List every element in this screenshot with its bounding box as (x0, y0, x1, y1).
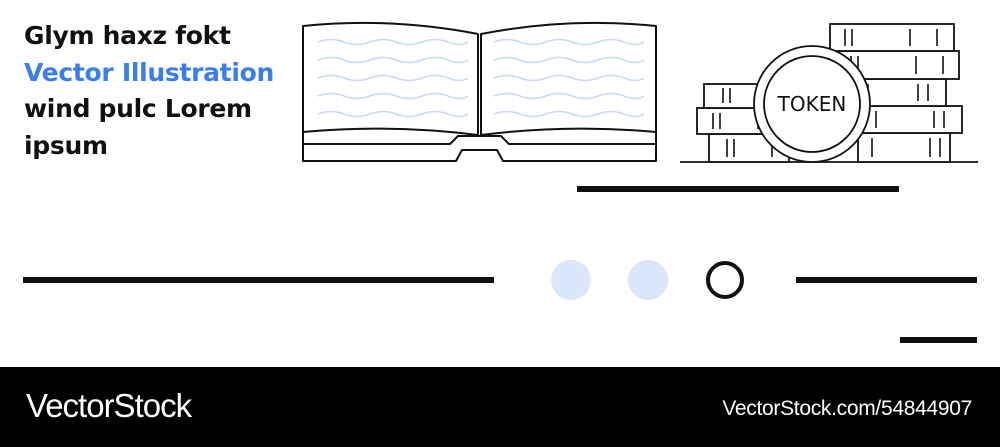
headline-line-3: wind pulc Lorem (24, 94, 252, 123)
headline-line-2: Vector Illustration (24, 57, 274, 87)
open-book-icon (302, 21, 657, 162)
brand-logo[interactable]: VectorStock (26, 387, 192, 424)
pager-dot-2[interactable] (628, 260, 668, 300)
pager-dot-active[interactable] (706, 261, 744, 299)
headline-line-4: ipsum (24, 130, 108, 160)
headline: Glym haxz fokt Vector Illustration wind … (24, 18, 314, 164)
token-label: TOKEN (777, 92, 847, 116)
footer-bar: VectorStock VectorStock.com/54844907 (0, 367, 1000, 447)
decor-lines (23, 186, 977, 343)
image-credit: VectorStock.com/54844907 (722, 397, 972, 420)
coin-stack-icon (680, 23, 978, 163)
headline-line-1: Glym haxz fokt (24, 21, 231, 50)
pager-dot-1[interactable] (551, 260, 591, 300)
illustration: TOKEN (23, 21, 978, 343)
